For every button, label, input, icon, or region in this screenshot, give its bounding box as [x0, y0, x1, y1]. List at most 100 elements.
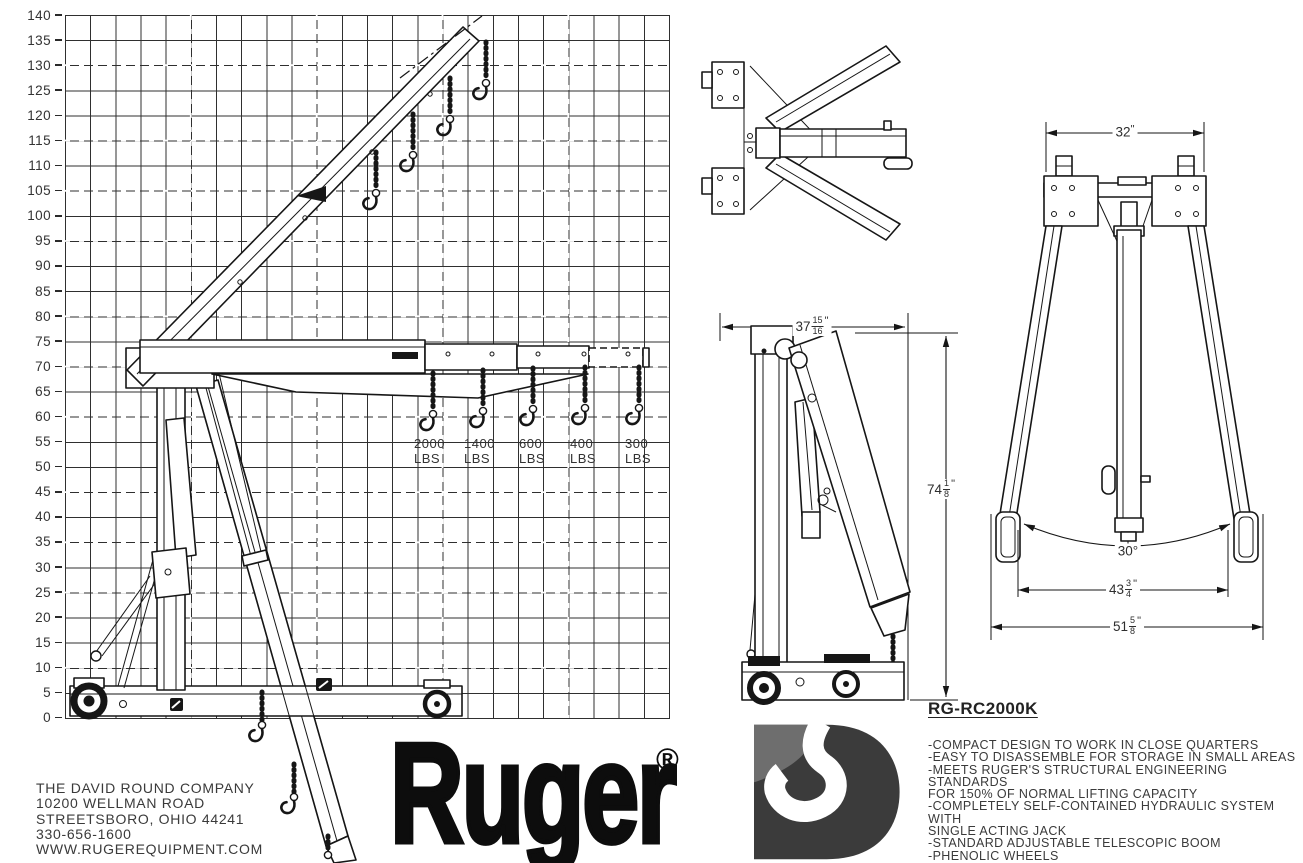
y-axis-tick: 45 — [0, 484, 62, 500]
y-axis-tick-label: 10 — [35, 659, 51, 675]
tick-mark — [55, 365, 62, 368]
y-axis-tick: 50 — [0, 459, 62, 475]
tick-mark — [55, 390, 62, 393]
tick-mark — [55, 516, 62, 518]
tick-mark — [55, 89, 62, 92]
y-axis-tick: 30 — [0, 559, 62, 575]
lowered-boom-chains — [248, 689, 333, 860]
capacity-value: 400 — [570, 436, 594, 451]
feature-line: -STANDARD ADJUSTABLE TELESCOPIC BOOM — [928, 836, 1221, 851]
y-axis-tick-label: 20 — [35, 609, 51, 625]
capacity-label: 300 LBS — [625, 436, 677, 466]
ruger-wordmark: Ruger — [388, 712, 678, 863]
feature-line: FOR 150% OF NORMAL LIFTING CAPACITY — [928, 787, 1198, 802]
y-axis-tick: 135 — [0, 32, 62, 48]
tick-mark — [55, 641, 62, 644]
feature-line: -MEETS RUGER'S STRUCTURAL ENGINEERING ST… — [928, 762, 1228, 789]
capacity-label: 2000 LBS — [414, 436, 466, 466]
y-axis-tick: 0 — [0, 710, 62, 726]
tick-mark — [55, 490, 62, 493]
y-axis-tick-label: 5 — [43, 685, 51, 701]
y-axis-tick: 70 — [0, 358, 62, 374]
y-axis-tick: 35 — [0, 534, 62, 550]
capacity-label: 400 LBS — [570, 436, 622, 466]
front-view-drawing — [990, 122, 1264, 640]
capacity-unit: LBS — [464, 450, 491, 466]
feature-list: -COMPACT DESIGN TO WORK IN CLOSE QUARTER… — [928, 739, 1298, 862]
y-axis-tick-label: 0 — [43, 710, 51, 726]
registered-trademark-symbol: ® — [656, 742, 679, 777]
y-axis: 140 135 130 125 120 115 110 105 100 95 — [0, 7, 62, 726]
company-info-line: STREETSBORO, OHIO 44241 — [36, 810, 245, 827]
tick-mark — [55, 315, 62, 317]
y-axis-tick-label: 125 — [27, 82, 51, 98]
y-axis-tick: 75 — [0, 333, 62, 349]
y-axis-tick-label: 50 — [35, 459, 51, 475]
y-axis-tick: 105 — [0, 183, 62, 199]
y-axis-tick-label: 100 — [27, 208, 51, 224]
tick-mark — [55, 240, 62, 242]
model-number: RG-RC2000K — [928, 699, 1038, 718]
feature-line: -PHENOLIC WHEELS — [928, 848, 1059, 863]
david-round-hook-logo — [754, 722, 900, 860]
y-axis-tick: 115 — [0, 132, 62, 148]
y-axis-tick-label: 135 — [27, 32, 51, 48]
capacity-unit: LBS — [414, 450, 441, 466]
tick-mark — [55, 290, 62, 292]
y-axis-tick-label: 95 — [35, 233, 51, 249]
y-axis-tick: 40 — [0, 509, 62, 525]
y-axis-tick: 5 — [0, 685, 62, 701]
tick-mark — [55, 265, 62, 267]
tick-mark — [55, 214, 62, 217]
y-axis-tick-label: 15 — [35, 634, 51, 650]
capacity-unit: LBS — [519, 450, 546, 466]
tick-mark — [55, 691, 62, 694]
capacity-unit: LBS — [625, 450, 652, 466]
tick-mark — [55, 14, 62, 16]
tick-mark — [55, 440, 62, 443]
side-view-drawing — [69, 15, 650, 863]
feature-line: -COMPACT DESIGN TO WORK IN CLOSE QUARTER… — [928, 738, 1259, 752]
y-axis-tick: 25 — [0, 584, 62, 600]
y-axis-tick-label: 115 — [28, 132, 51, 148]
capacity-value: 600 — [519, 436, 543, 451]
y-axis-tick: 120 — [0, 107, 62, 123]
tick-mark — [55, 716, 62, 719]
y-axis-tick: 65 — [0, 383, 62, 399]
y-axis-tick-label: 60 — [35, 409, 51, 424]
y-axis-tick-label: 25 — [35, 584, 51, 600]
capacity-unit: LBS — [570, 450, 597, 466]
tick-mark — [55, 64, 62, 66]
tick-mark — [55, 164, 62, 167]
tick-mark — [55, 591, 62, 593]
y-axis-tick-label: 105 — [27, 183, 51, 199]
capacity-value: 1400 — [464, 436, 495, 451]
tick-mark — [55, 666, 62, 669]
y-axis-tick: 20 — [0, 609, 62, 625]
raised-boom-chains — [362, 39, 491, 211]
tick-mark — [55, 616, 62, 619]
tick-mark — [55, 541, 62, 543]
y-axis-tick-label: 30 — [35, 559, 51, 575]
capacity-label: 600 LBS — [519, 436, 571, 466]
y-axis-tick: 10 — [0, 659, 62, 675]
y-axis-tick-label: 65 — [35, 383, 51, 399]
tick-mark — [55, 566, 62, 568]
y-axis-tick-label: 110 — [28, 158, 51, 174]
y-axis-tick: 60 — [0, 409, 62, 425]
company-info-line: 10200 WELLMAN ROAD — [36, 795, 205, 812]
y-axis-tick-label: 40 — [35, 509, 51, 525]
y-axis-tick: 15 — [0, 634, 62, 650]
y-axis-tick: 80 — [0, 308, 62, 324]
y-axis-tick: 130 — [0, 57, 62, 73]
y-axis-tick-label: 120 — [27, 107, 51, 123]
capacity-value: 2000 — [414, 436, 445, 451]
tick-mark — [55, 189, 62, 192]
dim-top-width: 32 " — [1112, 124, 1138, 140]
y-axis-tick-label: 130 — [27, 57, 51, 73]
y-axis-tick: 85 — [0, 283, 62, 299]
